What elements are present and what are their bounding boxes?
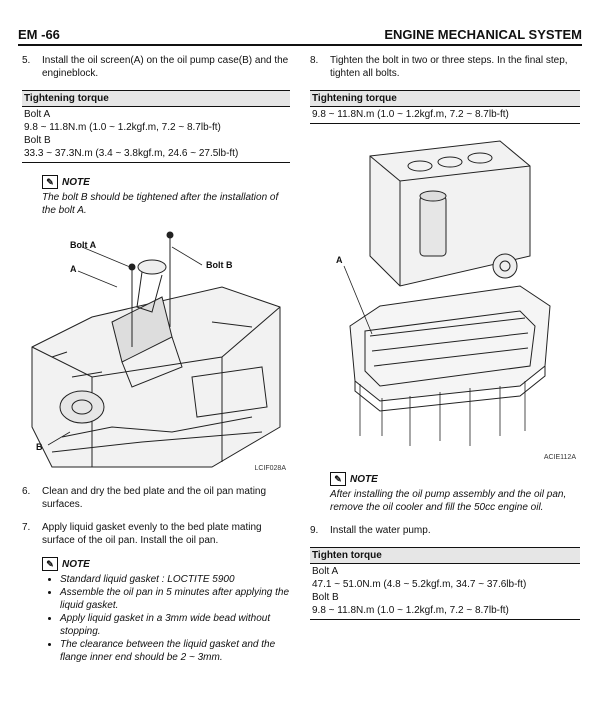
label-bolt-b: Bolt B	[206, 260, 233, 270]
step-6: 6. Clean and dry the bed plate and the o…	[22, 485, 290, 511]
label-a: A	[70, 264, 77, 274]
label-bolt-a: Bolt A	[70, 240, 97, 250]
page-number: EM -66	[18, 27, 60, 42]
right-column: 8. Tighten the bolt in two or three step…	[310, 54, 580, 632]
torque-line: Bolt A	[24, 109, 51, 120]
note-1: ✎ NOTE The bolt B should be tightened af…	[42, 175, 290, 217]
header-rule	[18, 44, 582, 46]
torque-line: Bolt A	[312, 566, 339, 577]
note-title: NOTE	[62, 558, 90, 570]
step-number: 7.	[22, 522, 31, 533]
step-number: 6.	[22, 486, 31, 497]
note-title: NOTE	[62, 176, 90, 188]
note-title: NOTE	[350, 473, 378, 485]
step-text: Install the oil screen(A) on the oil pum…	[42, 55, 289, 79]
torque-line: Bolt B	[24, 135, 51, 146]
torque-line: 9.8 ~ 11.8N.m (1.0 ~ 1.2kgf.m, 7.2 ~ 8.7…	[24, 122, 221, 133]
torque-table-3: Tighten torque Bolt A 47.1 ~ 51.0N.m (4.…	[310, 547, 580, 620]
page-header: EM -66 ENGINE MECHANICAL SYSTEM	[18, 24, 582, 46]
section-title: ENGINE MECHANICAL SYSTEM	[384, 27, 582, 42]
step-5: 5. Install the oil screen(A) on the oil …	[22, 54, 290, 80]
step-text: Install the water pump.	[330, 525, 431, 536]
label-a: A	[336, 255, 343, 265]
step-text: Tighten the bolt in two or three steps. …	[330, 55, 568, 79]
torque-title: Tightening torque	[22, 91, 290, 107]
torque-line: 47.1 ~ 51.0N.m (4.8 ~ 5.2kgf.m, 34.7 ~ 3…	[312, 579, 527, 590]
left-column: 5. Install the oil screen(A) on the oil …	[22, 54, 290, 674]
torque-title: Tightening torque	[310, 91, 580, 107]
torque-table-2: Tightening torque 9.8 ~ 11.8N.m (1.0 ~ 1…	[310, 90, 580, 124]
step-number: 9.	[310, 525, 319, 536]
list-item: The clearance between the liquid gasket …	[60, 638, 290, 664]
torque-line: Bolt B	[312, 592, 339, 603]
note-body: After installing the oil pump assembly a…	[330, 489, 567, 513]
note-icon: ✎	[330, 472, 346, 486]
label-b: B	[36, 442, 43, 452]
torque-line: 9.8 ~ 11.8N.m (1.0 ~ 1.2kgf.m, 7.2 ~ 8.7…	[312, 109, 509, 120]
torque-line: 9.8 ~ 11.8N.m (1.0 ~ 1.2kgf.m, 7.2 ~ 8.7…	[312, 605, 509, 616]
oil-pan-drawing	[343, 140, 551, 446]
figure-code: ACIE112A	[543, 454, 576, 461]
note-body: The bolt B should be tightened after the…	[42, 192, 279, 216]
step-text: Apply liquid gasket evenly to the bed pl…	[42, 522, 262, 546]
figure-code: LCIF028A	[254, 465, 286, 472]
step-text: Clean and dry the bed plate and the oil …	[42, 486, 267, 510]
torque-table-1: Tightening torque Bolt A 9.8 ~ 11.8N.m (…	[22, 90, 290, 163]
step-9: 9. Install the water pump.	[310, 524, 580, 537]
note-icon: ✎	[42, 557, 58, 571]
list-item: Apply liquid gasket in a 3mm wide bead w…	[60, 612, 290, 638]
step-number: 5.	[22, 55, 31, 66]
list-item: Assemble the oil pan in 5 minutes after …	[60, 586, 290, 612]
figure-oil-screen: Bolt A A Bolt B B LCIF028A	[22, 227, 290, 479]
step-7: 7. Apply liquid gasket evenly to the bed…	[22, 521, 290, 547]
note-bullets: Standard liquid gasket : LOCTITE 5900 As…	[42, 573, 290, 664]
note-icon: ✎	[42, 175, 58, 189]
torque-line: 33.3 ~ 37.3N.m (3.4 ~ 3.8kgf.m, 24.6 ~ 2…	[24, 148, 239, 159]
list-item: Standard liquid gasket : LOCTITE 5900	[60, 573, 290, 586]
engine-block-drawing	[31, 231, 281, 468]
torque-title: Tighten torque	[310, 548, 580, 564]
step-number: 8.	[310, 55, 319, 66]
note-3: ✎ NOTE After installing the oil pump ass…	[330, 472, 580, 514]
figure-oil-pan: A ACIE112A	[310, 136, 580, 466]
note-2: ✎ NOTE Standard liquid gasket : LOCTITE …	[42, 557, 290, 664]
step-8: 8. Tighten the bolt in two or three step…	[310, 54, 580, 80]
